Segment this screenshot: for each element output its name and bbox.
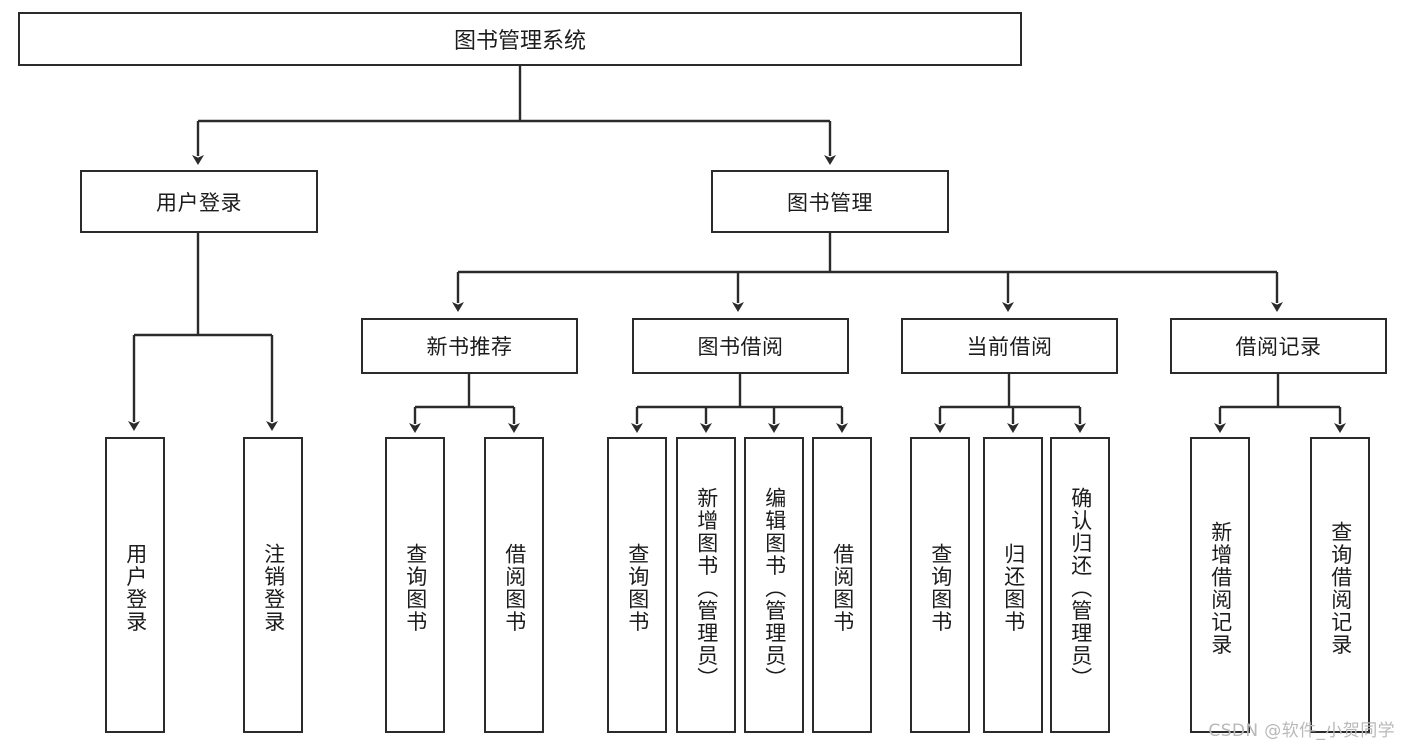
leaf-node-9[interactable]: 归还图书 — [983, 437, 1043, 733]
leaf-node-1-label: 注销登录 — [261, 543, 286, 633]
leaf-node-8[interactable]: 查询图书 — [910, 437, 970, 733]
leaf-inner: 用户登录 — [107, 445, 163, 731]
leaf-node-4-label: 查询图书 — [625, 543, 650, 633]
node-root[interactable]: 图书管理系统 — [18, 12, 1022, 66]
leaf-node-5[interactable]: 新增图书（管理员） — [676, 437, 736, 733]
leaf-node-10[interactable]: 确认归还（管理员） — [1050, 437, 1110, 733]
node-level2-1-label: 图书管理 — [787, 190, 873, 215]
leaf-node-3[interactable]: 借阅图书 — [484, 437, 544, 733]
node-level3-2[interactable]: 当前借阅 — [901, 318, 1118, 374]
leaf-node-4[interactable]: 查询图书 — [607, 437, 667, 733]
leaf-inner: 编辑图书（管理员） — [746, 445, 802, 731]
leaf-node-0-label: 用户登录 — [123, 543, 148, 633]
csdn-watermark: CSDN @软件_小贺同学 — [1208, 721, 1395, 741]
node-level2-1[interactable]: 图书管理 — [711, 170, 949, 233]
leaf-inner: 查询图书 — [609, 445, 665, 731]
node-level3-2-label: 当前借阅 — [966, 335, 1053, 359]
leaf-node-11[interactable]: 新增借阅记录 — [1190, 437, 1250, 733]
node-level3-3[interactable]: 借阅记录 — [1170, 318, 1387, 374]
node-level3-1[interactable]: 图书借阅 — [632, 318, 849, 374]
leaf-node-10-label: 确认归还（管理员） — [1068, 486, 1093, 690]
leaf-inner: 查询图书 — [387, 445, 443, 731]
leaf-node-7[interactable]: 借阅图书 — [812, 437, 872, 733]
leaf-inner: 归还图书 — [985, 445, 1041, 731]
leaf-inner: 查询借阅记录 — [1312, 445, 1368, 731]
leaf-inner: 借阅图书 — [486, 445, 542, 731]
leaf-inner: 新增借阅记录 — [1192, 445, 1248, 731]
leaf-node-5-label: 新增图书（管理员） — [694, 486, 719, 690]
node-root-label: 图书管理系统 — [453, 29, 586, 54]
leaf-node-2[interactable]: 查询图书 — [385, 437, 445, 733]
leaf-node-7-label: 借阅图书 — [830, 543, 855, 633]
node-level2-0[interactable]: 用户登录 — [80, 170, 318, 233]
node-level3-0[interactable]: 新书推荐 — [361, 318, 578, 374]
leaf-node-11-label: 新增借阅记录 — [1208, 520, 1233, 656]
leaf-node-6-label: 编辑图书（管理员） — [762, 486, 787, 690]
leaf-inner: 借阅图书 — [814, 445, 870, 731]
leaf-inner: 注销登录 — [245, 445, 301, 731]
node-level3-0-label: 新书推荐 — [426, 335, 513, 359]
leaf-node-1[interactable]: 注销登录 — [243, 437, 303, 733]
leaf-inner: 查询图书 — [912, 445, 968, 731]
leaf-node-2-label: 查询图书 — [403, 543, 428, 633]
node-level3-3-label: 借阅记录 — [1235, 335, 1322, 359]
leaf-node-8-label: 查询图书 — [928, 543, 953, 633]
leaf-node-12[interactable]: 查询借阅记录 — [1310, 437, 1370, 733]
node-level3-1-label: 图书借阅 — [697, 335, 784, 359]
leaf-node-3-label: 借阅图书 — [502, 543, 527, 633]
leaf-inner: 新增图书（管理员） — [678, 445, 734, 731]
node-level2-0-label: 用户登录 — [156, 190, 242, 215]
leaf-node-9-label: 归还图书 — [1001, 543, 1026, 633]
leaf-node-6[interactable]: 编辑图书（管理员） — [744, 437, 804, 733]
leaf-node-0[interactable]: 用户登录 — [105, 437, 165, 733]
leaf-node-12-label: 查询借阅记录 — [1328, 520, 1353, 656]
leaf-inner: 确认归还（管理员） — [1052, 445, 1108, 731]
